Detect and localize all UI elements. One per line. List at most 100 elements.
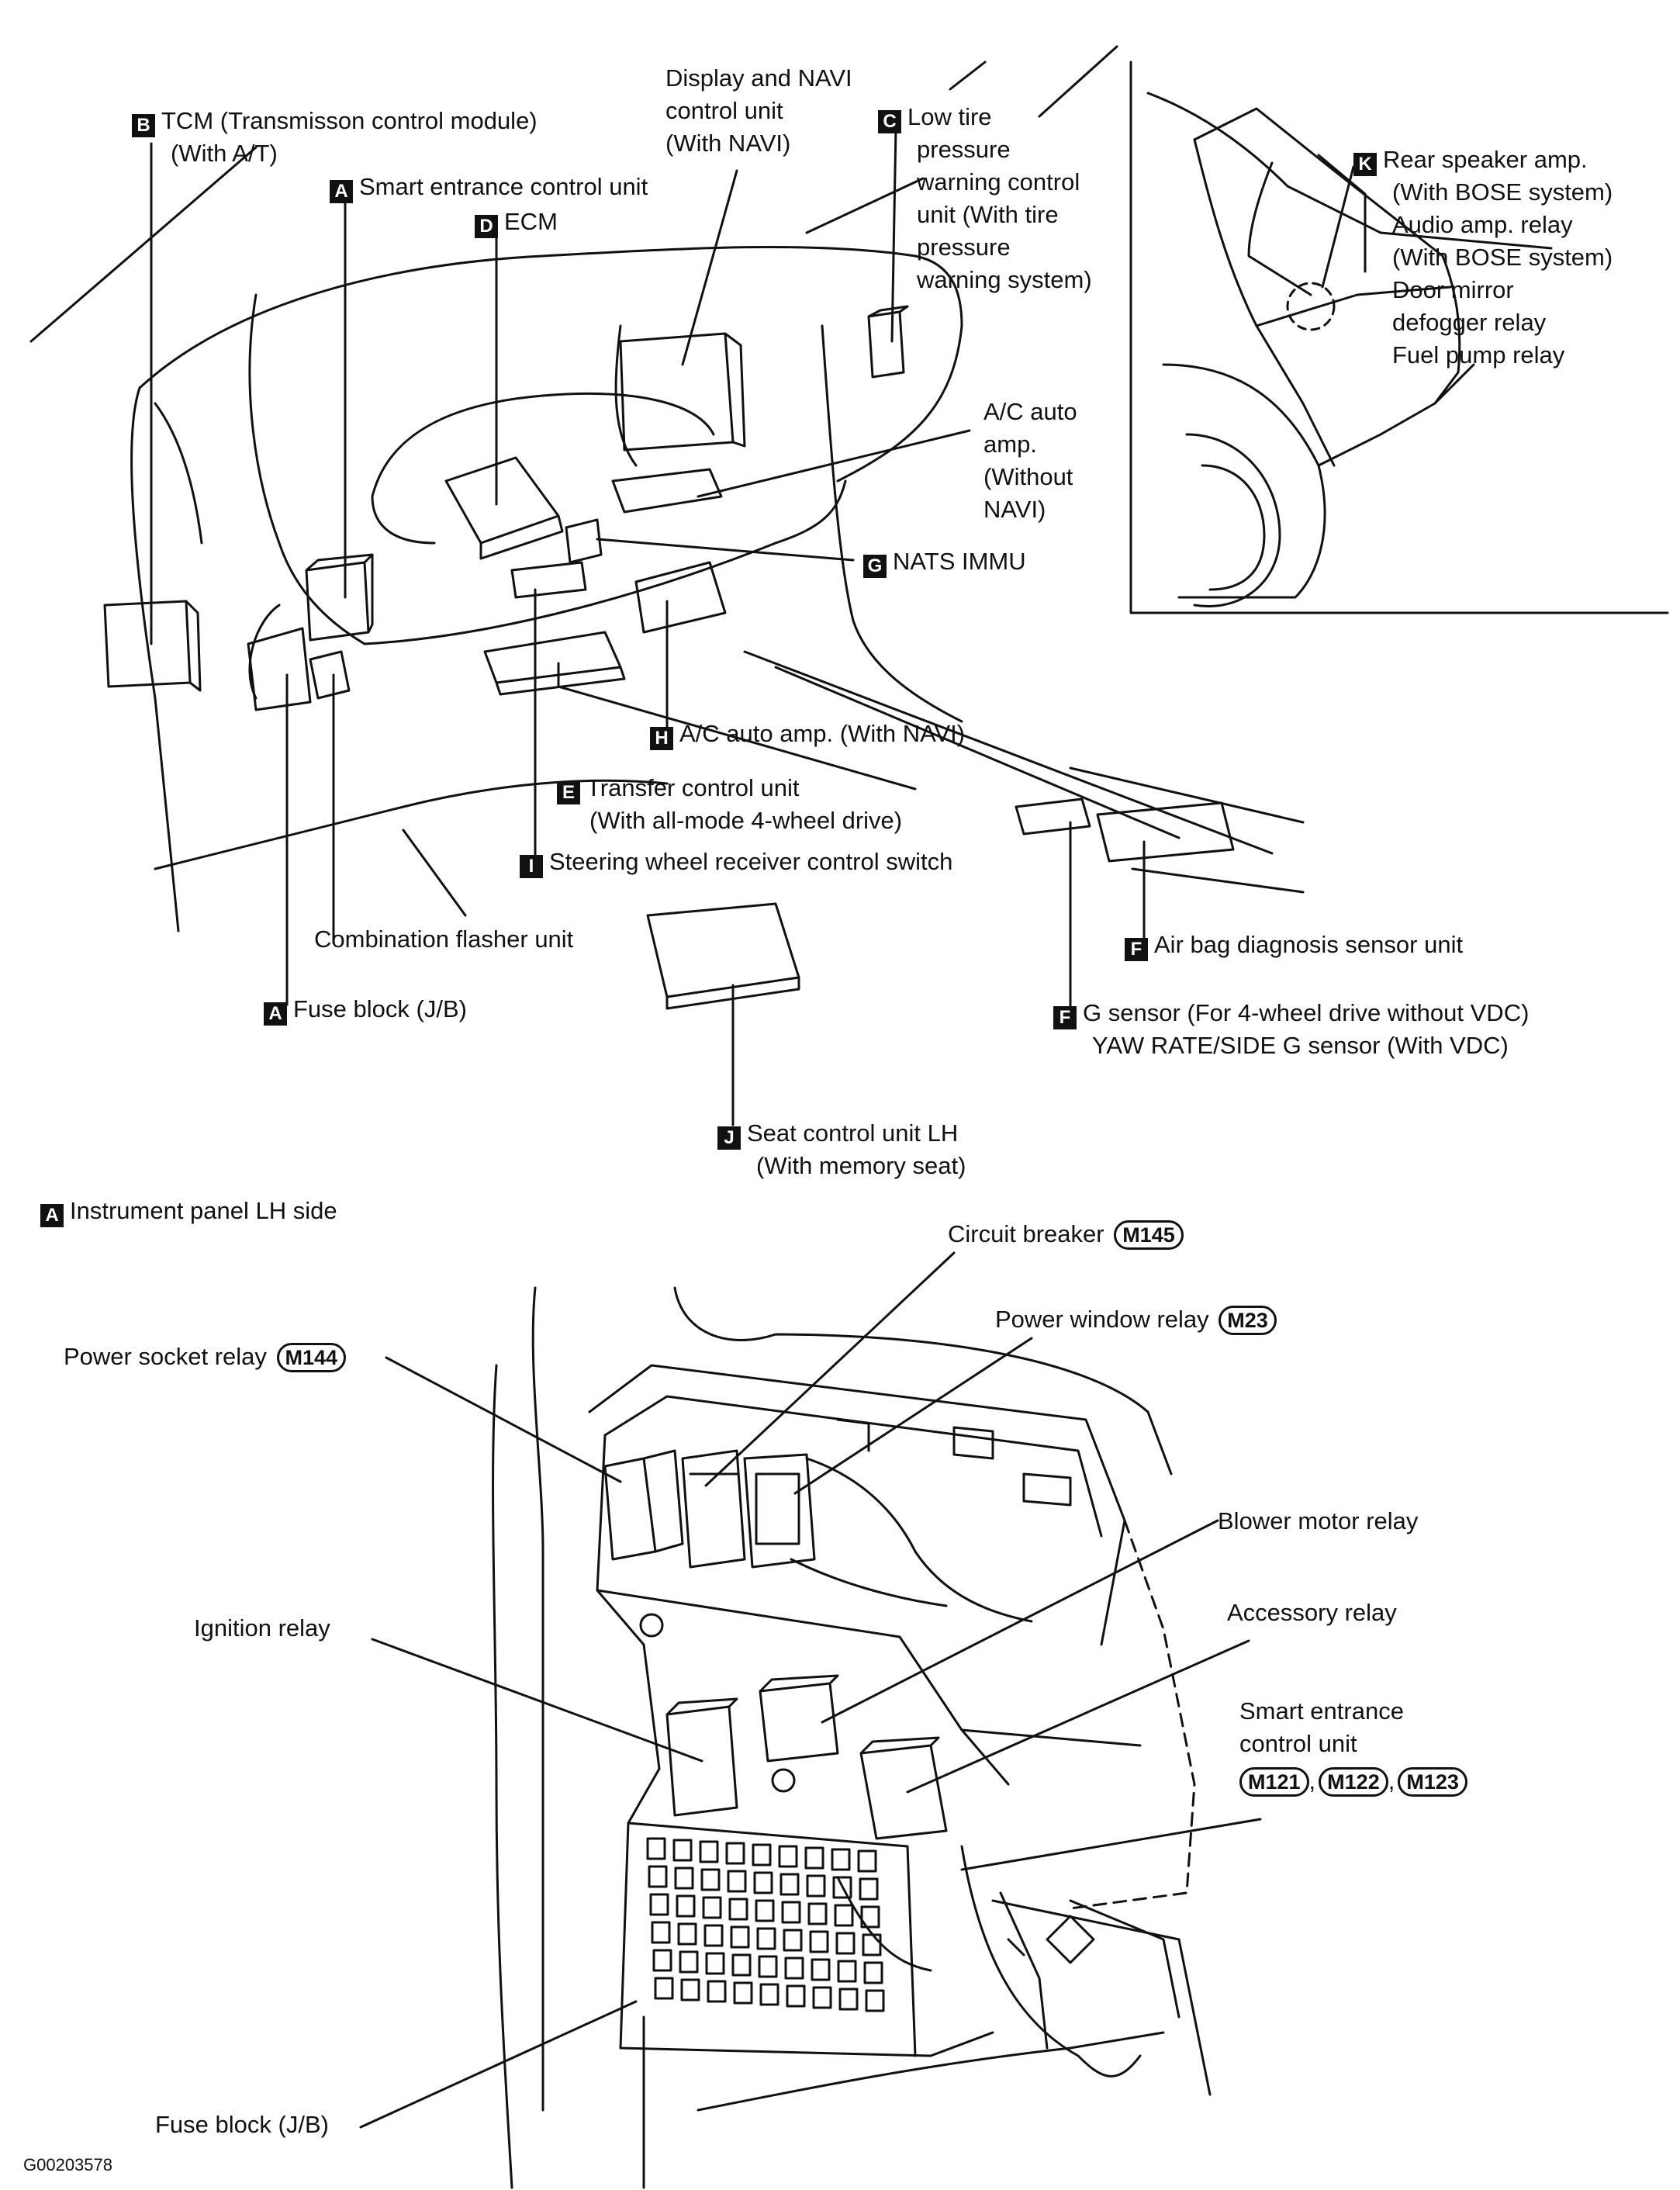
blower-text: Blower motor relay	[1218, 1507, 1419, 1534]
ac-without-line3: (Without	[983, 463, 1073, 490]
fuse-slot	[680, 1978, 700, 2001]
label-fuse-block-detail: Fuse block (J/B)	[155, 2109, 329, 2141]
display-navi-line2: control unit	[665, 97, 783, 124]
low-tire-line4: unit (With tire	[917, 201, 1059, 228]
rear-speaker-line1: Rear speaker amp.	[1383, 146, 1588, 173]
badge-g: G	[863, 555, 887, 578]
steering-box	[510, 561, 587, 599]
label-accessory: Accessory relay	[1227, 1597, 1397, 1629]
nats-box	[565, 518, 603, 564]
fuse-slot	[753, 1871, 773, 1894]
power-socket-text: Power socket relay	[64, 1343, 267, 1370]
fuse-slot	[730, 1925, 750, 1949]
badge-h: H	[650, 727, 673, 750]
rear-speaker-line6: defogger relay	[1392, 309, 1547, 336]
seat-line2: (With memory seat)	[756, 1152, 966, 1179]
fuse-slot	[759, 1983, 780, 2006]
dashboard-outline	[29, 45, 1305, 932]
low-tire-line6: warning system)	[917, 266, 1092, 293]
badge-f-airbag: F	[1125, 938, 1148, 961]
badge-c: C	[878, 110, 901, 133]
badge-f-gsensor: F	[1053, 1006, 1077, 1029]
display-navi-line1: Display and NAVI	[665, 64, 852, 92]
ac-with-navi-box	[634, 561, 727, 634]
figure-id: G00203578	[23, 2155, 112, 2174]
transfer-line2: (With all-mode 4-wheel drive)	[589, 807, 903, 834]
fuse-slot	[859, 1877, 879, 1901]
fuse-slot	[806, 1874, 826, 1898]
fuse-slot	[702, 1896, 722, 1919]
flasher-title: Combination flasher unit	[314, 925, 574, 953]
rear-speaker-line4: (With BOSE system)	[1392, 244, 1613, 271]
low-tire-line1: Low tire	[907, 103, 992, 130]
fuse-slot	[728, 1898, 748, 1921]
badge-b: B	[132, 114, 155, 137]
fuse-slot	[676, 1894, 696, 1918]
fuse-slot	[758, 1955, 778, 1978]
display-navi-box	[619, 332, 746, 451]
rear-speaker-line5: Door mirror	[1392, 276, 1514, 303]
g-sensor-box	[1015, 797, 1091, 836]
badge-j: J	[717, 1126, 741, 1150]
fuse-slot	[786, 1984, 806, 2008]
label-airbag: F Air bag diagnosis sensor unit	[1125, 929, 1463, 961]
transfer-box	[483, 631, 626, 696]
ac-without-line4: NAVI)	[983, 496, 1046, 523]
airbag-box	[1096, 801, 1235, 863]
fuse-slot	[863, 1961, 883, 1984]
fuse-grid	[646, 1837, 885, 2012]
transfer-line1: Transfer control unit	[586, 774, 800, 801]
fuse-slot	[677, 1922, 697, 1946]
connector-code-m144: M144	[276, 1343, 347, 1372]
fuse-slot	[725, 1842, 745, 1865]
fuse-block-detail-text: Fuse block (J/B)	[155, 2111, 329, 2138]
fuse-slot	[804, 1846, 824, 1870]
fuse-slot	[703, 1924, 724, 1947]
connector-code-m123: M123	[1398, 1767, 1467, 1797]
seat-line1: Seat control unit LH	[747, 1119, 959, 1147]
separator: ,	[1308, 1767, 1316, 1794]
badge-k: K	[1353, 153, 1377, 176]
rear-speaker-line7: Fuel pump relay	[1392, 341, 1565, 368]
fuse-slot	[784, 1956, 804, 1980]
tcm-title: TCM (Transmisson control module)	[161, 107, 538, 134]
fuse-slot	[649, 1893, 669, 1916]
connector-code-m145: M145	[1114, 1220, 1184, 1250]
airbag-title: Air bag diagnosis sensor unit	[1154, 931, 1464, 958]
g-sensor-line1: G sensor (For 4-wheel drive without VDC)	[1083, 999, 1530, 1026]
fuse-slot	[652, 1949, 672, 1972]
connector-code-m121: M121	[1239, 1767, 1309, 1797]
fuse-slot	[699, 1840, 719, 1863]
fuse-slot	[834, 1904, 854, 1927]
badge-a-fuse: A	[264, 1002, 287, 1026]
connector-code-m23: M23	[1219, 1306, 1277, 1335]
label-circuit-breaker: Circuit breaker M145	[948, 1218, 1184, 1251]
fuse-slot	[651, 1921, 671, 1944]
fuse-slot	[780, 1873, 800, 1896]
ignition-text: Ignition relay	[194, 1614, 330, 1642]
fuse-slot	[654, 1977, 674, 2000]
badge-a: A	[330, 180, 353, 203]
seat-control-box	[646, 902, 800, 1010]
fuse-slot	[812, 1986, 832, 2009]
label-smart-entrance: A Smart entrance control unit	[330, 171, 648, 203]
steering-title: Steering wheel receiver control switch	[549, 848, 953, 875]
smart-detail-line1: Smart entrance	[1239, 1697, 1404, 1725]
smart-entrance-title: Smart entrance control unit	[359, 173, 648, 200]
label-blower: Blower motor relay	[1218, 1505, 1418, 1538]
label-power-socket: Power socket relay M144	[64, 1341, 347, 1373]
fuse-slot	[648, 1865, 668, 1888]
car-rear-inset	[1129, 61, 1669, 614]
fuse-slot	[756, 1927, 776, 1950]
rear-speaker-line2: (With BOSE system)	[1392, 178, 1613, 206]
power-window-text: Power window relay	[995, 1306, 1209, 1333]
